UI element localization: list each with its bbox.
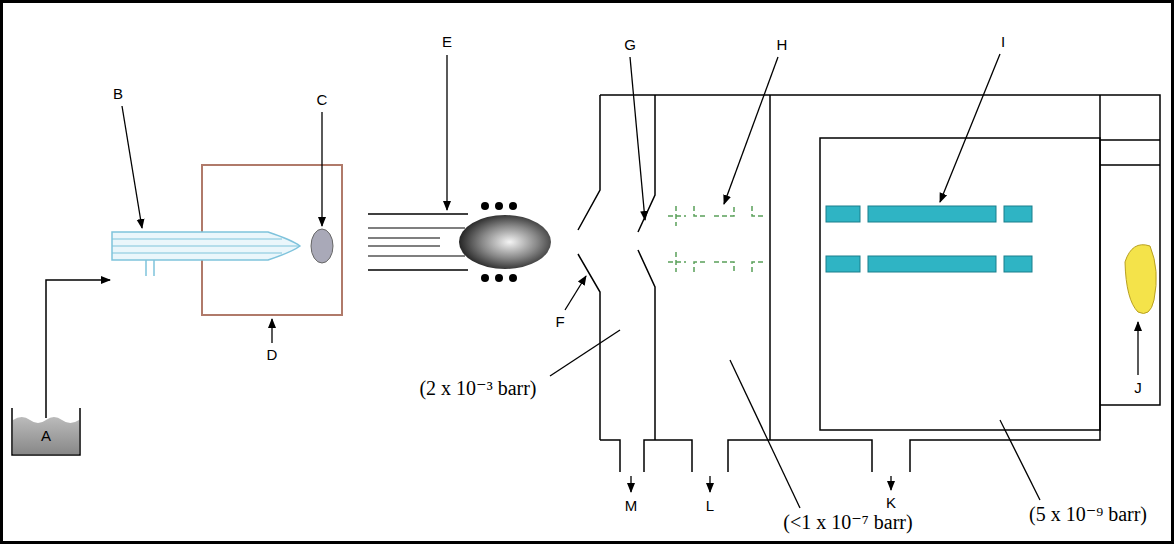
callout-letter: K [886, 495, 896, 512]
callout-letter: J [1134, 380, 1142, 397]
pressure-label: (5 x 10⁻⁹ barr) [1027, 503, 1149, 525]
callout-letter: M [625, 498, 638, 515]
callout-letter: C [317, 92, 328, 109]
callout-letter: G [624, 37, 636, 54]
callout-letter: D [267, 347, 278, 364]
callout-letter: E [442, 34, 452, 51]
callout-letter: I [1001, 34, 1005, 51]
pressure-label: (<1 x 10⁻⁷ barr) [781, 511, 914, 533]
callout-letter: A [41, 428, 51, 445]
callout-letter: F [555, 314, 564, 331]
pressure-label: (2 x 10⁻³ barr) [417, 377, 538, 399]
callout-letter: B [113, 86, 123, 103]
callout-letter: L [706, 498, 714, 515]
callout-letter: H [777, 37, 788, 54]
